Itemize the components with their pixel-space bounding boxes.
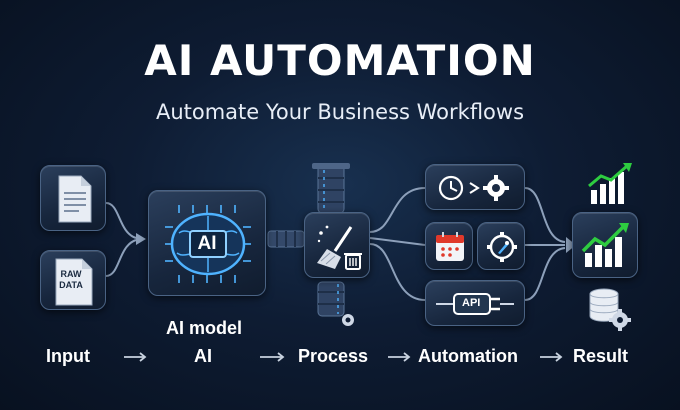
growth-chart-icon-small — [588, 163, 632, 204]
step-result: Result — [573, 346, 629, 366]
document-tile — [40, 165, 106, 231]
growth-chart-icon — [581, 223, 629, 267]
api-tile: API — [425, 280, 525, 326]
api-plug-icon — [436, 293, 514, 315]
calendar-tile — [425, 222, 473, 270]
raw-data-file-icon — [55, 258, 93, 306]
raw-data-label: RAW DATA — [59, 269, 83, 290]
api-label: API — [462, 297, 481, 309]
gear-rocket-tile — [477, 222, 525, 270]
ai-model-label: AI model — [166, 318, 243, 338]
gear-rocket-icon — [487, 232, 517, 262]
step-ai: AI — [194, 346, 212, 366]
schedule-tile — [425, 164, 525, 210]
subtitle: Automate Your Business Workflows — [155, 100, 525, 124]
raw-data-tile: RAW DATA — [40, 250, 106, 310]
ai-chip-label: AI — [197, 233, 217, 254]
result-chart-tile — [572, 212, 638, 278]
clock-gear-icon — [438, 175, 509, 201]
step-process: Process — [298, 346, 369, 366]
process-tile — [304, 212, 370, 278]
ai-model-tile: AI — [148, 190, 266, 296]
database-gear-icon — [589, 288, 631, 331]
ai-brain-chip-icon — [165, 205, 251, 283]
calendar-icon — [436, 232, 464, 261]
document-icon — [58, 175, 92, 223]
small-gear-icon — [342, 314, 354, 326]
step-input: Input — [46, 346, 90, 366]
broom-trash-icon — [317, 225, 362, 270]
step-automation: Automation — [418, 346, 518, 366]
main-title: AI AUTOMATION — [144, 36, 536, 85]
